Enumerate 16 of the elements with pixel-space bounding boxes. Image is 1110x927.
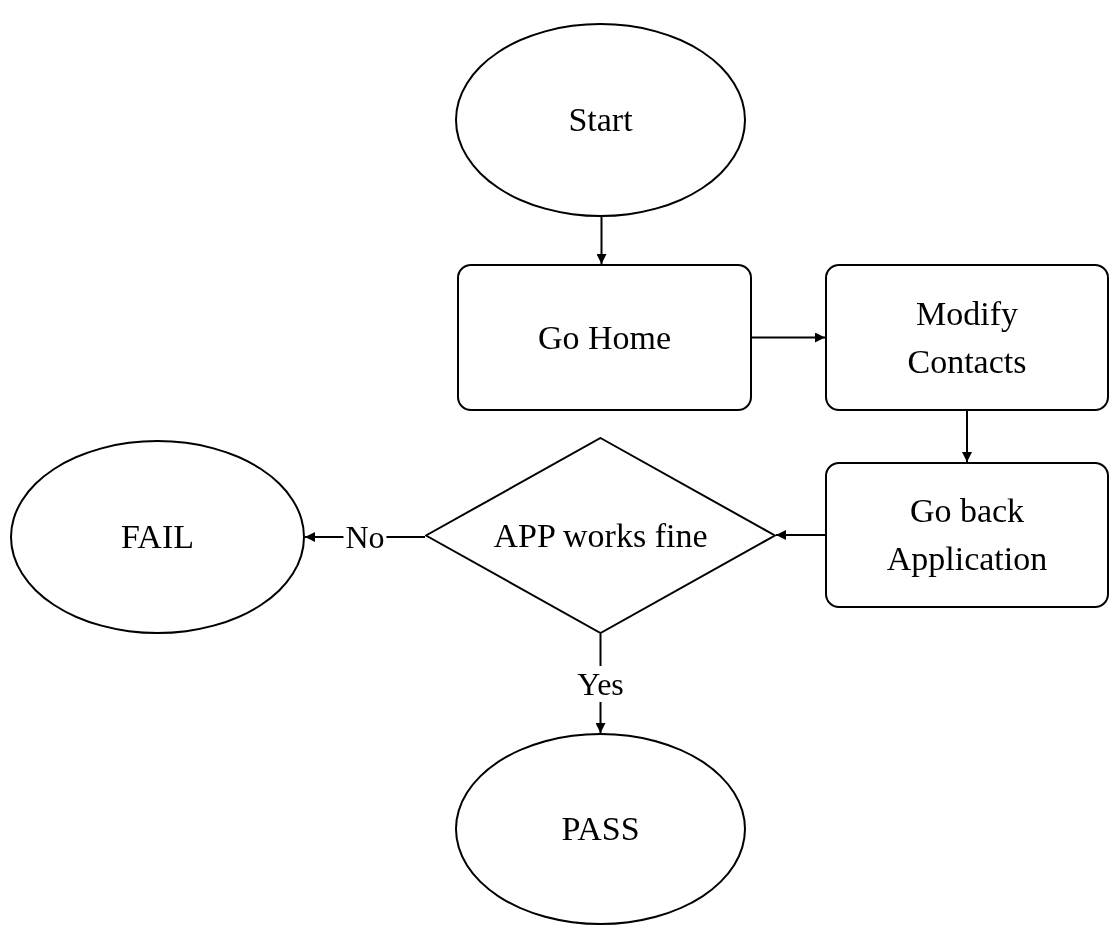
node-label: APP works fine [492,515,709,556]
node-label: Go Home [536,317,673,358]
node-label: Start [567,100,634,140]
node-label: FAIL [120,517,195,557]
process-box [825,264,1109,411]
node-label: Modify Contacts [906,293,1028,382]
process-box [457,264,752,411]
edge-label: Yes [575,665,626,702]
arrow [962,410,972,463]
node-label: Go back Application [885,491,1049,579]
node-label: PASS [560,809,641,849]
arrow [596,216,607,265]
arrow [775,530,826,540]
process-box [825,462,1109,608]
arrow [751,332,826,343]
decision-diamond [425,437,776,634]
